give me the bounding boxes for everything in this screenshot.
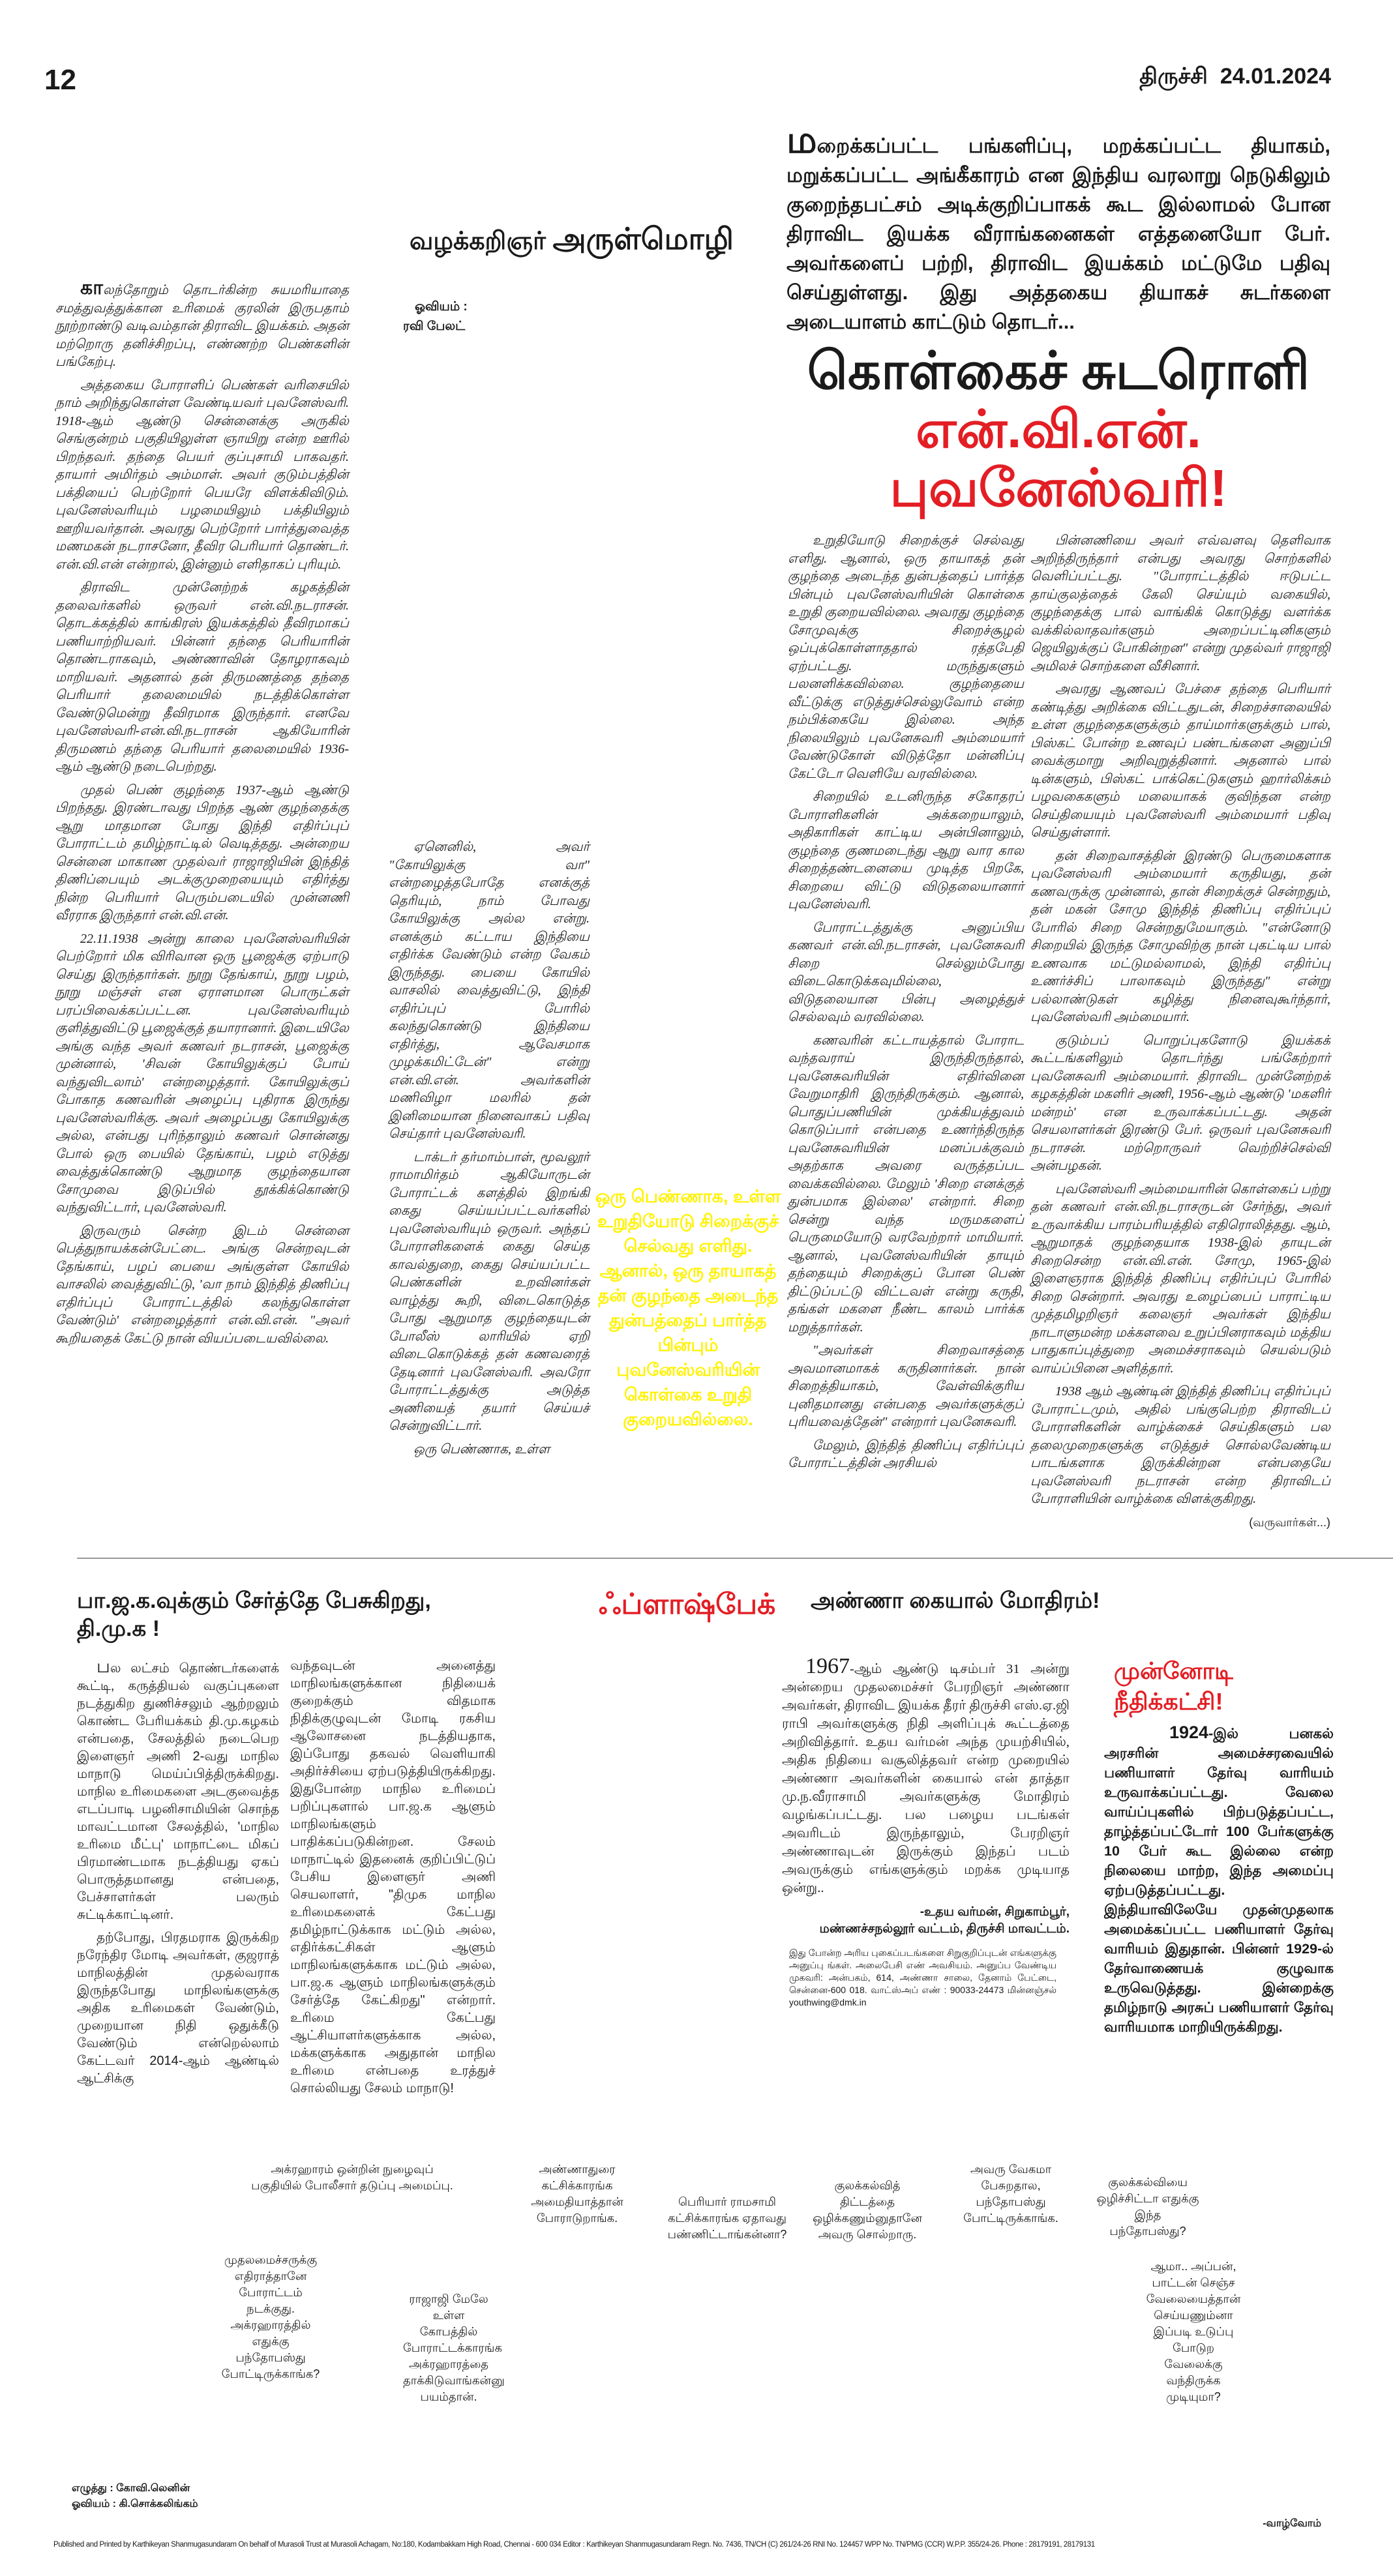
- paragraph: ல லட்சம் தொண்டர்களைக் கூட்டி, கருத்தியல்…: [77, 1661, 279, 1922]
- signature-line: -உதய வர்மன், சிறுகாம்பூர்,: [920, 1905, 1070, 1919]
- main-article: காலந்தோறும் தொடர்கின்ற சுயமரியாதை சமத்து…: [55, 121, 1393, 1532]
- paragraph: முதல் பெண் குழந்தை 1937-ஆம் ஆண்டு பிறந்த…: [55, 782, 349, 923]
- flashback-year: 1967: [805, 1654, 850, 1678]
- lower-section: பா.ஜ.க.வுக்கும் சேர்த்தே பேசுகிறது, தி.ம…: [77, 1558, 1393, 2103]
- byline-block: வழக்கறிஞர் அருள்மொழி ஓவியம் : ரவி பேலட்: [349, 127, 786, 336]
- flashback-text: 1967-ஆம் ஆண்டு டிசம்பர் 31 அன்று அன்றைய …: [782, 1654, 1070, 1897]
- artist-credit: ஓவியம் : கி.சொக்கலிங்கம்: [72, 2498, 198, 2509]
- comic-caption: அக்ரஹாரம் ஒன்றின் நுழைவுப் பகுதியில் போல…: [251, 2163, 453, 2192]
- pull-quote: ஒரு பெண்ணாக, உள்ள உறுதியோடு சிறைக்குச் ச…: [595, 1187, 781, 1429]
- flashback-signature: -உதய வர்மன், சிறுகாம்பூர், மண்ணச்சநல்லூர்…: [782, 1904, 1070, 1938]
- paragraph: "அவர்கள் சிறைவாசத்தை அவமானமாகக் கருதினார…: [788, 1343, 1024, 1429]
- artist-name: ரவி பேலட்: [403, 319, 466, 333]
- byline-name: அருள்மொழி: [552, 222, 734, 256]
- article-column-4: பின்னணியை அவர் எவ்வளவு தெளிவாக அறிந்திரு…: [1026, 532, 1330, 1532]
- paragraph: இருவரும் சென்ற இடம் சென்னை பெத்துநாயக்கன…: [55, 1223, 349, 1346]
- editorial-column-2: வந்தவுடன் அனைத்து மாநிலங்களுக்கான நிதியை…: [290, 1657, 496, 2103]
- paragraph: ஒரு பெண்ணாக, உள்ள: [413, 1442, 550, 1457]
- artist-label: ஓவியம் :: [415, 300, 468, 314]
- comic-row-bottom: முதலமைச்சருக்கு எதிராத்தானே போராட்டம் நட…: [0, 2252, 1393, 2405]
- signature-line: மண்ணச்சநல்லூர் வட்டம், திருச்சி மாவட்டம்…: [819, 1922, 1070, 1936]
- byline: வழக்கறிஞர் அருள்மொழி: [410, 222, 773, 258]
- page-number: 12: [44, 64, 76, 96]
- justice-party-block: முன்னோடி நீதிக்கட்சி! 1924-இல் பனகல் அரச…: [1102, 1657, 1334, 2037]
- paragraph: மேலும், இந்தித் திணிப்பு எதிர்ப்புப் போர…: [788, 1438, 1024, 1471]
- article-column-3: உறுதியோடு சிறைக்குச் செல்வது எளிது. ஆனால…: [786, 532, 1026, 1478]
- justice-year: 1924: [1169, 1723, 1209, 1742]
- paragraph: சிறையில் உடனிருந்த சகோதரப் போராளிகளின் அ…: [788, 790, 1024, 911]
- pull-quote-block: ஒரு பெண்ணாக, உள்ள உறுதியோடு சிறைக்குச் ச…: [590, 532, 786, 1432]
- paragraph: பின்னணியை அவர் எவ்வளவு தெளிவாக அறிந்திரு…: [1030, 533, 1330, 674]
- paragraph: புவனேஸ்வரி அம்மையாரின் கொள்கைப் பற்று தன…: [1030, 1181, 1330, 1376]
- paragraph: உறுதியோடு சிறைக்குச் செல்வது எளிது. ஆனால…: [788, 533, 1024, 781]
- writer-credit: எழுத்து : கோவி.லெனின்: [72, 2483, 190, 2494]
- paragraph: அத்தகைய போராளிப் பெண்கள் வரிசையில் நாம் …: [55, 378, 349, 572]
- justice-party-text: 1924-இல் பனகல் அரசரின் அமைச்சரவையில் பணி…: [1104, 1723, 1334, 2037]
- paragraph: குடும்பப் பொறுப்புகளோடு இயக்கக் கூட்டங்க…: [1030, 1033, 1330, 1174]
- comic-speech-bubble: முதலமைச்சருக்கு எதிராத்தானே போராட்டம் நட…: [221, 2253, 320, 2380]
- drop-cap: ம: [786, 119, 817, 161]
- paragraph: டாக்டர் தர்மாம்பாள், மூவலூர் ராமாமிர்தம்…: [389, 1149, 590, 1434]
- submission-note: இது போன்ற அரிய புகைப்படங்களை சிறுகுறிப்ப…: [789, 1947, 1056, 2007]
- headline-block: மறைக்கப்பட்ட பங்களிப்பு, மறக்கப்பட்ட திய…: [786, 121, 1330, 532]
- article-column-2: ஏனெனில், அவர் "கோயிலுக்கு வா" என்றழைத்தப…: [349, 532, 590, 1464]
- comic-credits: எழுத்து : கோவி.லெனின் ஓவியம் : கி.சொக்கலி…: [72, 2481, 1393, 2512]
- editorial-heading: பா.ஜ.க.வுக்கும் சேர்த்தே பேசுகிறது, தி.ம…: [77, 1588, 431, 1641]
- paragraph: 1938 ஆம் ஆண்டின் இந்தித் திணிப்பு எதிர்ப…: [1030, 1384, 1330, 1506]
- comic-strip: அக்ரஹாரம் ஒன்றின் நுழைவுப் பகுதியில் போல…: [0, 2161, 1393, 2468]
- comic-speech-bubble: அவரு வேகமா பேசுறதால, பந்தோபஸ்து போட்டிரு…: [963, 2163, 1058, 2225]
- lead-letter: ப: [97, 1656, 110, 1676]
- date: 24.01.2024: [1220, 64, 1331, 89]
- comic-row-top: அக்ரஹாரம் ஒன்றின் நுழைவுப் பகுதியில் போல…: [0, 2161, 1393, 2243]
- illustration-credit: ஓவியம் : ரவி பேலட்: [403, 297, 773, 336]
- comic-speech-bubble: பெரியார் ராமசாமி கட்சிக்காரங்க ஏதாவது பண…: [667, 2195, 787, 2241]
- intro-text: றைக்கப்பட்ட பங்களிப்பு, மறக்கப்பட்ட தியா…: [786, 134, 1330, 333]
- paragraph: அவரது ஆணவப் பேச்சை தந்தை பெரியார் கண்டித…: [1030, 682, 1330, 840]
- justice-party-heading: முன்னோடி நீதிக்கட்சி!: [1114, 1657, 1233, 1715]
- paragraph: -இல் பனகல் அரசரின் அமைச்சரவையில் பணியாளர…: [1104, 1726, 1334, 2035]
- paragraph: வந்தவுடன் அனைத்து மாநிலங்களுக்கான நிதியை…: [290, 1659, 496, 2095]
- headline-series: கொள்கைச் சுடரொளி: [807, 342, 1310, 400]
- comic-speech-bubble: ஆமா.. அப்பன், பாட்டன் செஞ்ச வேலையைத்தான்…: [1146, 2260, 1241, 2403]
- imprint-line: Published and Printed by Karthikeyan Sha…: [53, 2541, 1095, 2549]
- editorial-column-1: பல லட்சம் தொண்டர்களைக் கூட்டி, கருத்தியல…: [77, 1657, 290, 2093]
- paragraph: போராட்டத்துக்கு அனுப்பிய கணவர் என்.வி.நட…: [788, 920, 1024, 1025]
- continued-note: (வருவார்கள்...): [1249, 1515, 1330, 1529]
- edition-date: திருச்சி 24.01.2024: [1139, 64, 1331, 92]
- flashback-block: 1967-ஆம் ஆண்டு டிசம்பர் 31 அன்று அன்றைய …: [780, 1654, 1102, 2009]
- article-column-1: காலந்தோறும் தொடர்கின்ற சுயமரியாதை சமத்து…: [55, 127, 349, 1353]
- comic-speech-bubble: அண்ணாதுரை கட்சிக்காரங்க அமைதியாத்தான் போ…: [531, 2163, 623, 2225]
- edition: திருச்சி: [1139, 64, 1208, 89]
- series-intro: மறைக்கப்பட்ட பங்களிப்பு, மறக்கப்பட்ட திய…: [786, 121, 1330, 336]
- paragraph: கணவரின் கட்டாயத்தால் போராட வந்தவராய் இரு…: [788, 1033, 1024, 1335]
- paragraph: லந்தோறும் தொடர்கின்ற சுயமரியாதை சமத்துவத…: [55, 283, 349, 369]
- page-header: 12 திருச்சி 24.01.2024: [0, 0, 1393, 127]
- flashback-heading: அண்ணா கையால் மோதிரம்!: [811, 1588, 1100, 1613]
- paragraph: தன் சிறைவாசத்தின் இரண்டு பெருமைகளாக புவன…: [1030, 848, 1330, 1025]
- paragraph: ஏனெனில், அவர் "கோயிலுக்கு வா" என்றழைத்தப…: [389, 840, 590, 1141]
- comic-speech-bubble: ராஜாஜி மேலே உள்ள கோபத்தில் போராட்டக்காரங…: [403, 2292, 505, 2403]
- paragraph: திராவிட முன்னேற்றக் கழகத்தின் தலைவர்களில…: [55, 580, 349, 774]
- paragraph: 22.11.1938 அன்று காலை புவனேஸ்வரியின் பெற…: [55, 931, 349, 1215]
- flashback-label: ஃப்ளாஷ்பேக்: [599, 1588, 776, 1620]
- paragraph: தற்போது, பிரதமராக இருக்கிற நரேந்திர மோடி…: [77, 1931, 279, 2086]
- paragraph: -ஆம் ஆண்டு டிசம்பர் 31 அன்று அன்றைய முதல…: [782, 1662, 1070, 1895]
- headline-name: என்.வி.என். புவனேஸ்வரி!: [890, 400, 1227, 517]
- byline-prefix: வழக்கறிஞர்: [410, 228, 546, 255]
- comic-signoff: -வாழ்வோம்: [1263, 2518, 1321, 2529]
- lead-letters: கா: [80, 277, 103, 299]
- comic-speech-bubble: குலக்கல்வித் திட்டத்தை ஒழிக்கணும்னுதானே …: [813, 2179, 922, 2241]
- comic-speech-bubble: குலக்கல்வியை ஒழிச்சிட்டா எதுக்கு இந்த பந…: [1096, 2176, 1199, 2238]
